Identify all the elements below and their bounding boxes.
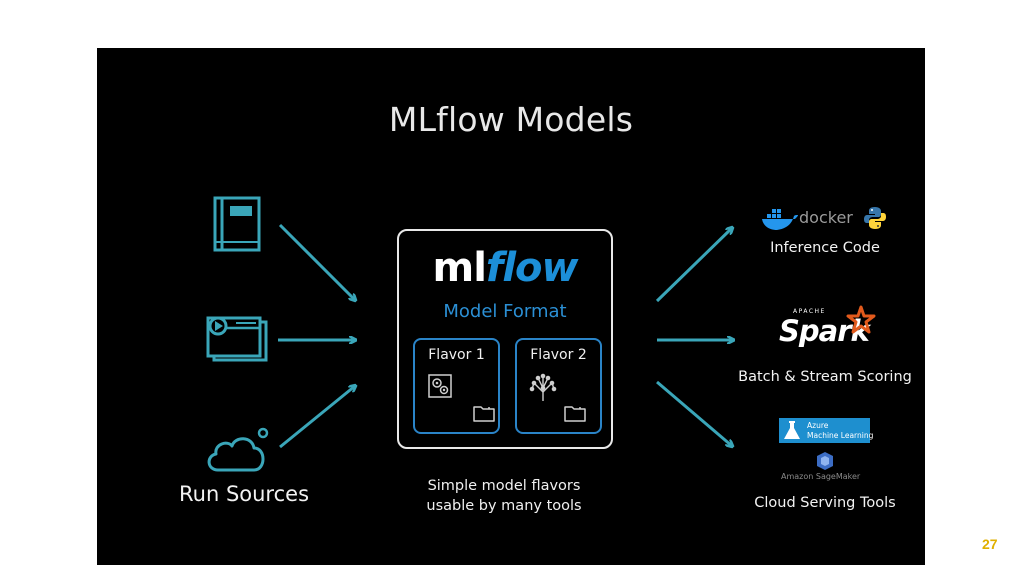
batch-stream-scoring-label: Batch & Stream Scoring — [738, 369, 912, 385]
arrow-top-right — [655, 48, 925, 303]
flavors-caption: Simple model flavors usable by many tool… — [412, 476, 596, 516]
docker-logo-text: docker — [799, 208, 853, 227]
cloud-icon — [207, 427, 269, 472]
azure-ml-logo: Azure Machine Learning — [779, 418, 874, 443]
mlflow-logo-ml: ml — [432, 245, 487, 291]
slide: MLflow Models Run Sources — [97, 48, 925, 565]
model-format-box: mlflow Model Format Flavor 1 Flavor 2 — [397, 229, 613, 449]
arrow-bottom-left — [279, 48, 925, 449]
run-sources-label: Run Sources — [179, 482, 310, 506]
cloud-serving-tools-label: Cloud Serving Tools — [754, 495, 896, 511]
arrow-middle-left — [278, 48, 925, 565]
sagemaker-icon — [817, 452, 833, 470]
spark-logo: APACHE Spark — [779, 305, 879, 356]
sagemaker-logo-text: Amazon SageMaker — [781, 472, 861, 481]
neural-tree-icon — [529, 373, 557, 401]
mlflow-logo: mlflow — [399, 245, 611, 291]
flavor-1-box: Flavor 1 — [413, 338, 500, 434]
arrow-bottom-right — [656, 380, 925, 565]
inference-code-label: Inference Code — [770, 240, 880, 256]
azure-ml-logo-line1: Azure — [807, 421, 829, 430]
flavor-1-label: Flavor 1 — [428, 347, 485, 363]
docker-whale-icon — [762, 209, 798, 230]
arrow-top-left — [278, 223, 925, 565]
slide-title: MLflow Models — [388, 100, 634, 139]
flavors-caption-line2: usable by many tools — [426, 498, 582, 514]
page-number: 27 — [982, 536, 998, 552]
flavor-2-label: Flavor 2 — [530, 347, 587, 363]
flavor-2-box: Flavor 2 — [515, 338, 602, 434]
flavors-caption-line1: Simple model flavors — [427, 478, 581, 494]
gears-icon — [428, 374, 452, 398]
spark-logo-apache: APACHE — [793, 308, 826, 315]
notebook-icon — [213, 196, 261, 252]
folder-icon — [473, 406, 495, 422]
azure-ml-logo-line2: Machine Learning — [807, 431, 874, 440]
mlflow-logo-flow: flow — [485, 245, 579, 291]
model-format-label: Model Format — [443, 301, 567, 322]
arrow-middle-right — [657, 48, 925, 565]
folder-icon — [564, 406, 586, 422]
python-logo-icon — [864, 207, 886, 229]
video-window-icon — [206, 316, 268, 362]
flask-icon — [784, 421, 800, 439]
spark-star-icon — [846, 305, 876, 334]
